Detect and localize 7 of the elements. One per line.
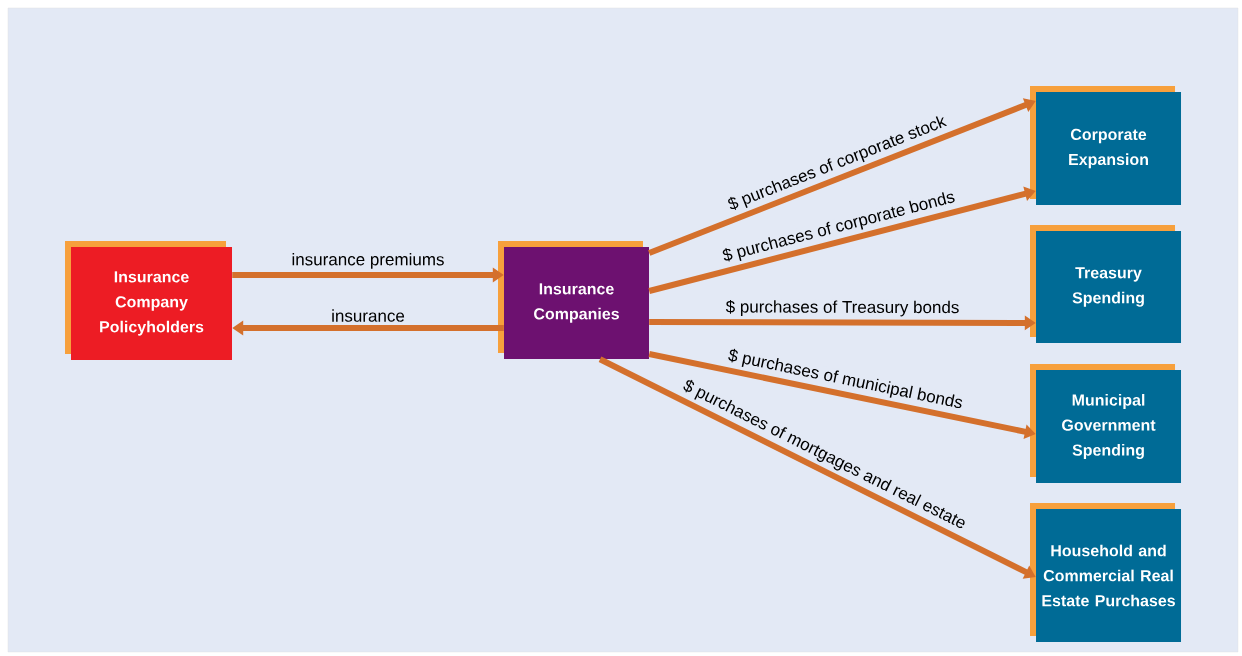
flow-box: Insurance Companies [498,241,649,359]
edge-label: insurance [330,308,406,323]
flow-box: Corporate Expansion [1030,86,1181,205]
flow-box: Municipal Government Spending [1030,364,1181,483]
flow-box: Insurance Company Policyholders [65,241,232,360]
flow-box: Treasury Spending [1030,225,1181,343]
flow-box: Household and Commercial Real Estate Purchases [1030,503,1181,642]
